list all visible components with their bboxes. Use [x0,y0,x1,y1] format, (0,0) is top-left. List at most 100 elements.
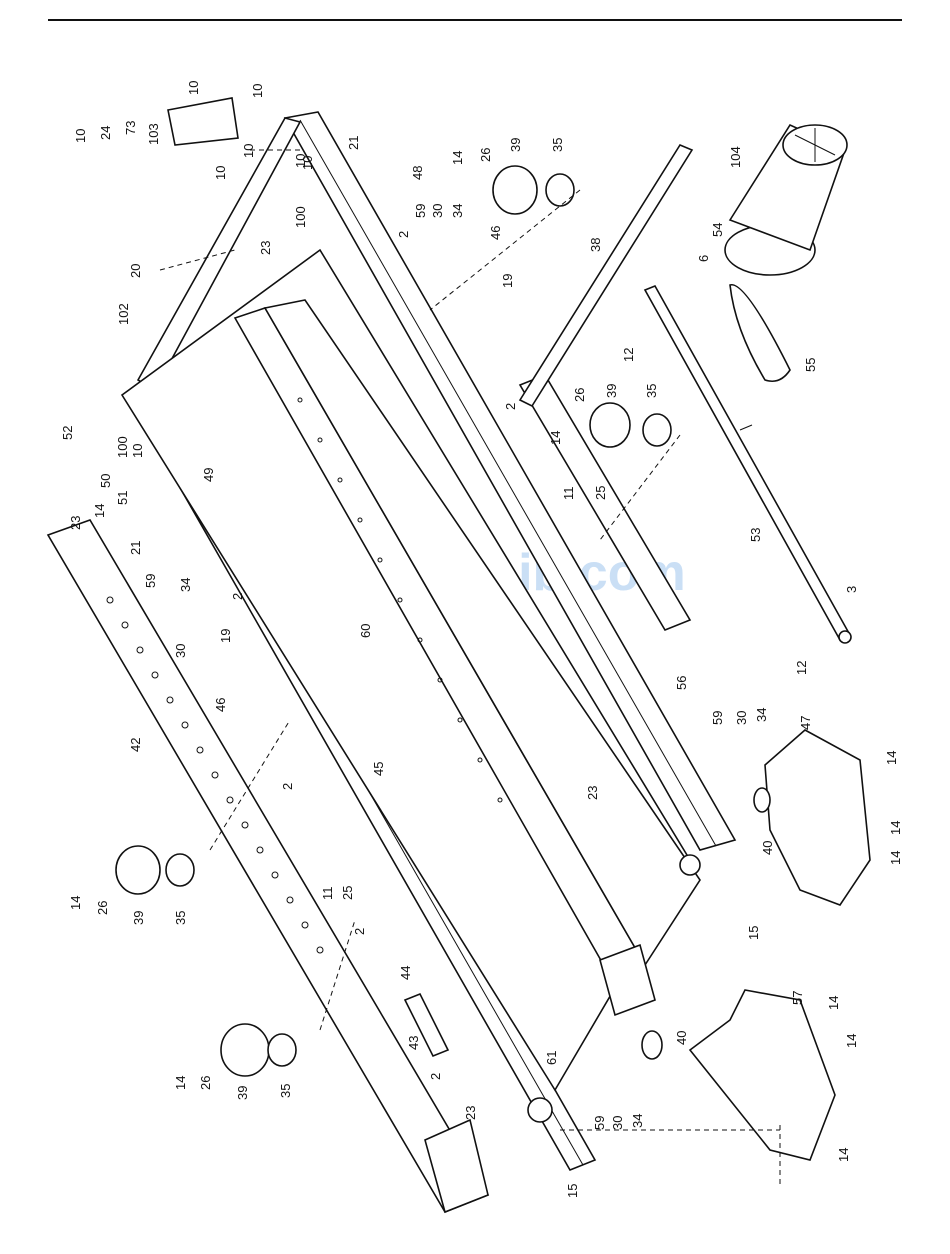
callout: 51 [115,491,130,505]
deck-platform [120,248,701,1092]
callout: 100 [293,206,308,228]
callout: 25 [340,886,355,900]
callout: 35 [644,384,659,398]
front-covers [167,97,871,1161]
callout: 39 [604,384,619,398]
callout: 14 [888,821,903,835]
callout: 23 [258,241,273,255]
feet-and-hardware [527,787,771,1123]
callout: 34 [178,578,193,592]
callout: 11 [561,487,576,501]
callout: 23 [463,1106,478,1120]
callout: 15 [565,1184,580,1198]
callout: 39 [508,138,523,152]
callout: 2 [352,928,367,935]
callout: 49 [201,468,216,482]
callout: 30 [173,644,188,658]
callout: 50 [98,474,113,488]
callout: 26 [478,148,493,162]
callout: 35 [550,138,565,152]
callout: 26 [572,388,587,402]
callout: 45 [371,762,386,776]
callout: 30 [734,711,749,725]
callout: 23 [68,516,83,530]
callout: 26 [198,1076,213,1090]
callout: 21 [346,136,361,150]
callout: 35 [173,911,188,925]
dashed-leaders [159,149,781,1185]
callout: 2 [503,403,518,410]
callout: 10 [73,129,88,143]
callout: 25 [593,486,608,500]
callout: 19 [500,274,515,288]
callout: 3 [844,586,859,593]
callout: 10 [300,156,315,170]
callout: 10 [250,84,265,98]
callout: 14 [173,1076,188,1090]
callout: 14 [826,996,841,1010]
callout: 14 [844,1034,859,1048]
callout: 34 [450,204,465,218]
rear-roller [643,284,852,644]
callout: 14 [92,504,107,518]
callout: 10 [130,444,145,458]
callout: 12 [794,661,809,675]
callout: 59 [710,711,725,725]
callout: 54 [710,223,725,237]
callout: 59 [592,1116,607,1130]
callout: 35 [278,1084,293,1098]
callout: 14 [450,151,465,165]
part-callouts: 10 10 10 24 73 103 10 10 10 10 100 21 48… [60,81,903,1198]
callout: 55 [803,358,818,372]
callout: 14 [548,431,563,445]
callout: 56 [674,676,689,690]
callout: 34 [754,708,769,722]
callout: 14 [888,851,903,865]
callout: 46 [213,698,228,712]
callout: 40 [674,1031,689,1045]
callout: 39 [131,911,146,925]
callout: 60 [358,624,373,638]
callout: 61 [544,1051,559,1065]
callout: 24 [98,126,113,140]
callout: 44 [398,966,413,980]
callout: 40 [760,841,775,855]
callout: 42 [128,738,143,752]
callout: 21 [128,541,143,555]
callout: 26 [95,901,110,915]
callout: 30 [430,204,445,218]
callout: 34 [630,1114,645,1128]
callout: 14 [884,751,899,765]
callout: 102 [116,303,131,325]
callout: 6 [696,255,711,262]
callout: 10 [213,166,228,180]
callout: 30 [610,1116,625,1130]
callout: 104 [728,146,743,168]
callout: 12 [621,348,636,362]
callout: 10 [241,144,256,158]
callout: 2 [428,1073,443,1080]
callout: 57 [790,991,805,1005]
callout: 48 [410,166,425,180]
motor-assembly [724,123,848,383]
callout: 100 [115,436,130,458]
callout: 52 [60,426,75,440]
callout: 10 [186,81,201,95]
callout: 14 [836,1148,851,1162]
upper-bracket [518,144,694,408]
callout: 15 [746,926,761,940]
callout: 38 [588,238,603,252]
callout: 23 [585,786,600,800]
callout: 73 [123,121,138,135]
spring-assemblies [115,165,672,1077]
callout: 2 [280,783,295,790]
callout: 2 [396,231,411,238]
callout: 47 [798,716,813,730]
callout: 103 [146,123,161,145]
side-rail-left [46,519,490,1214]
callout: 14 [68,896,83,910]
callout: 20 [128,264,143,278]
callout: 10 [293,154,308,168]
callout: 53 [748,528,763,542]
